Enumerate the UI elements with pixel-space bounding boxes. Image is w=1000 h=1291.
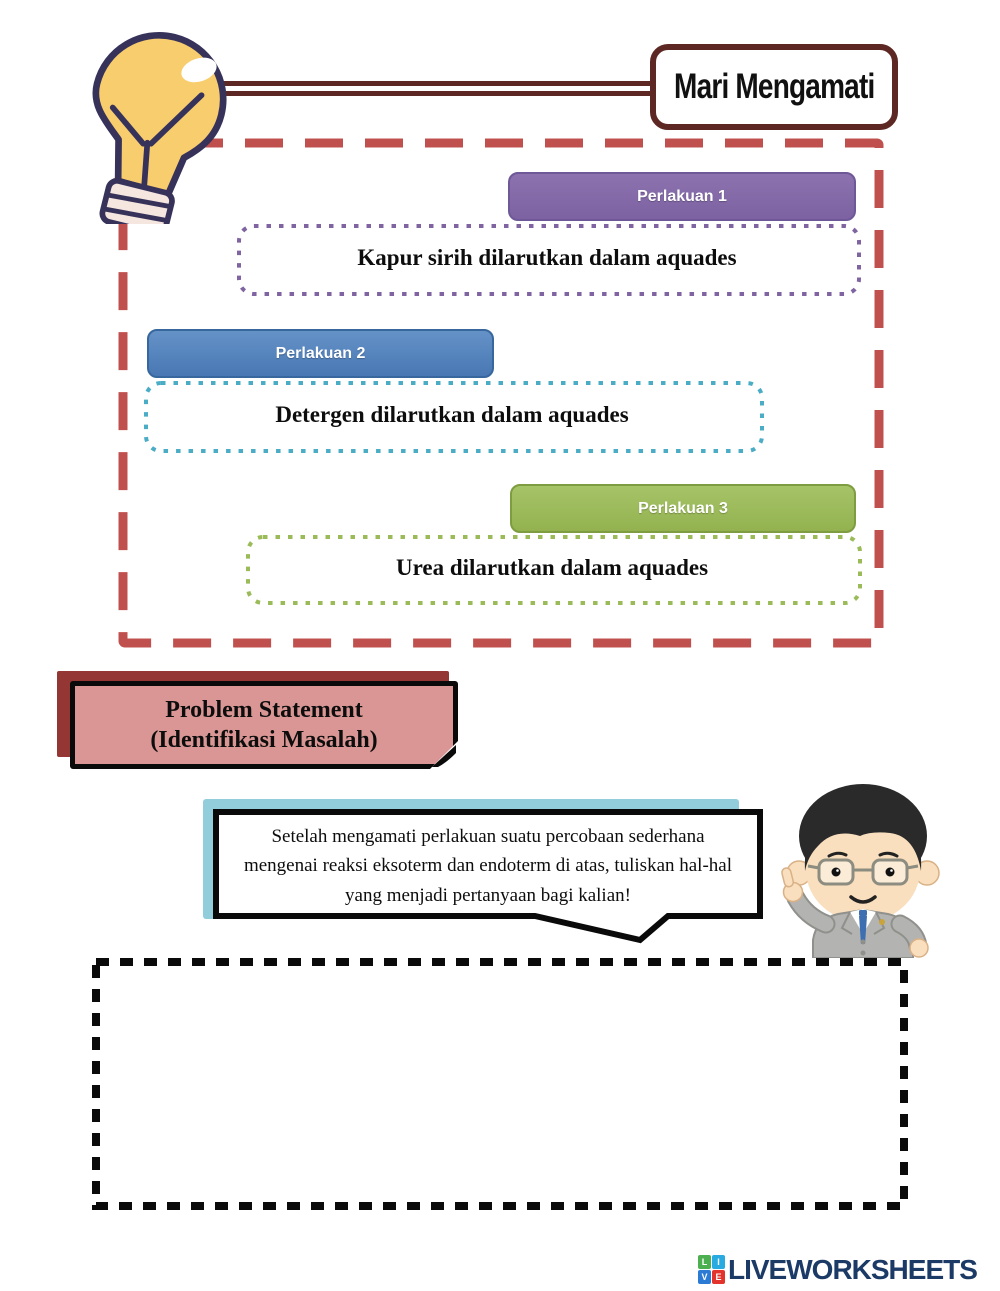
header-connector-line <box>178 81 658 96</box>
problem-statement-subtitle: (Identifikasi Masalah) <box>150 727 378 753</box>
page-curl-icon <box>430 741 458 769</box>
problem-statement-title: Problem Statement <box>165 697 363 723</box>
treatment-1-description: Kapur sirih dilarutkan dalam aquades <box>357 245 737 270</box>
logo-square-v: V <box>698 1270 711 1284</box>
treatment-3-description: Urea dilarutkan dalam aquades <box>395 555 709 580</box>
answer-area[interactable] <box>104 970 894 1196</box>
liveworksheets-logo-icon: L I V E <box>698 1255 725 1285</box>
page-title: Mari Mengamati <box>673 67 875 106</box>
treatment-3-box-border <box>246 535 862 605</box>
page-title-box: Mari Mengamati <box>650 44 898 130</box>
liveworksheets-logo[interactable]: L I V E LIVEWORKSHEETS <box>698 1252 978 1288</box>
treatment-2-label: Perlakuan 2 <box>275 344 366 362</box>
logo-square-e: E <box>712 1270 725 1284</box>
brand-name: LIVEWORKSHEETS <box>728 1254 978 1285</box>
speech-bubble <box>213 809 763 944</box>
logo-square-l: L <box>698 1255 711 1269</box>
treatment-1-header: Perlakuan 1 <box>508 172 856 221</box>
treatment-2-box-border <box>144 381 764 453</box>
treatment-1-box-border <box>237 224 861 296</box>
observation-frame-border <box>118 138 884 648</box>
instruction-text: Setelah mengamati perlakuan suatu percob… <box>243 826 733 906</box>
treatment-2-header: Perlakuan 2 <box>147 329 494 378</box>
teacher-character-illustration <box>781 784 940 958</box>
treatment-3-header: Perlakuan 3 <box>510 484 856 533</box>
treatment-2-description: Detergen dilarutkan dalam aquades <box>275 402 629 427</box>
problem-statement-banner: Problem Statement (Identifikasi Masalah) <box>70 681 458 769</box>
logo-square-i: I <box>712 1255 725 1269</box>
lightbulb-icon <box>92 32 227 224</box>
treatment-1-label: Perlakuan 1 <box>637 187 727 205</box>
treatment-3-label: Perlakuan 3 <box>638 499 728 517</box>
